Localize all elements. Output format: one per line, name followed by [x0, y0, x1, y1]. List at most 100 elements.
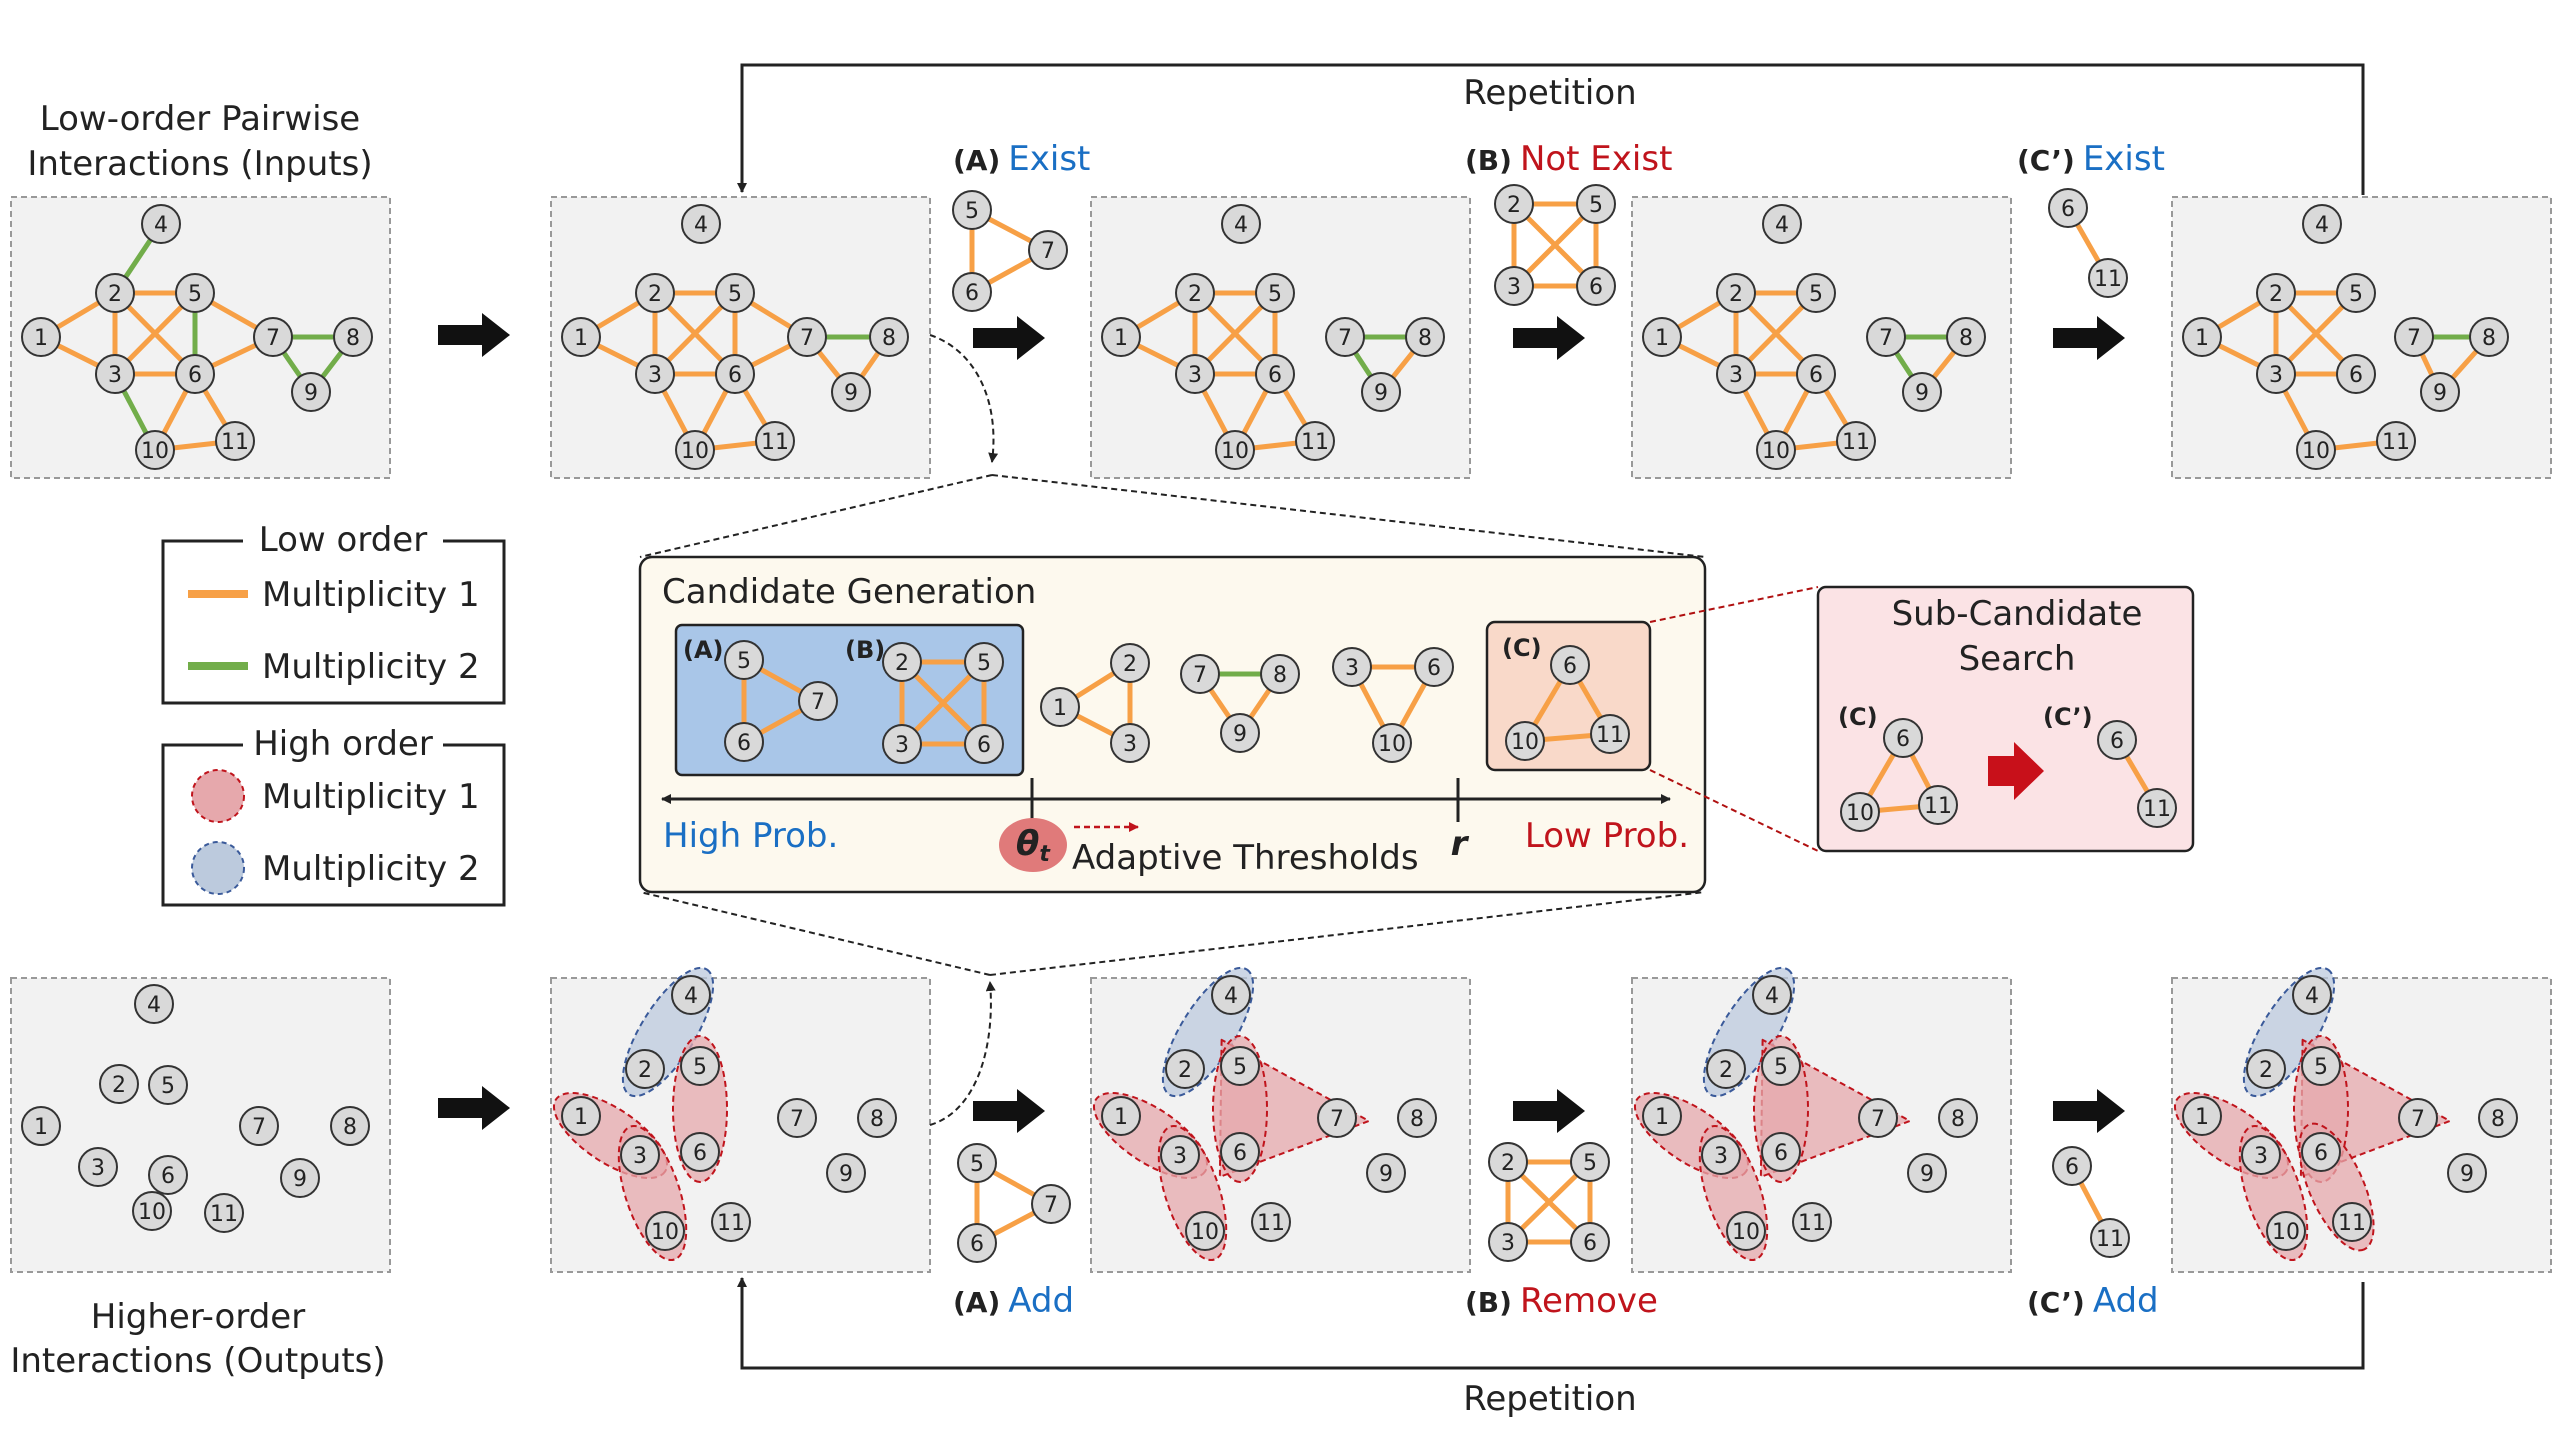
bottom-panel-2-node-2-label: 2: [1178, 1058, 1192, 1083]
outputs-title-line1: Higher-order: [91, 1297, 305, 1337]
cand-123-node-2-label: 2: [1123, 652, 1137, 677]
cand-c-node-11-circle: [1590, 714, 1630, 754]
legend-high-m1: Multiplicity 1: [262, 777, 480, 817]
motif-bottom-c-node-6: 6: [2052, 1146, 2092, 1186]
top-panel-4-node-11-circle: [2376, 421, 2416, 461]
bottom-panel-4-node-2-circle: [2246, 1049, 2286, 1089]
top-panel-3-node-10-circle: [1756, 430, 1796, 470]
motif-top-a-node-7: 7: [1028, 230, 1068, 270]
top-panel-0-node-2: 2: [95, 273, 135, 313]
step-bottom-c: (C’)Add: [2027, 1281, 2159, 1321]
top-panel-0-node-11-circle: [215, 421, 255, 461]
bottom-panel-3-node-10-label: 10: [1732, 1220, 1760, 1245]
cand-a-node-6: 6: [724, 722, 764, 762]
bottom-panel-0-node-2-circle: [99, 1064, 139, 1104]
inputs-title-line1: Low-order Pairwise: [40, 99, 360, 139]
bottom-panel-1-node-5-label: 5: [693, 1055, 707, 1080]
step-top-a-word: Exist: [1008, 139, 1090, 179]
top-panel-0-node-10: 10: [135, 430, 175, 470]
motif-bottom-a-node-7-circle: [1031, 1184, 1071, 1224]
step-labels-top: (A)Exist (B)Not Exist (C’)Exist: [953, 139, 2165, 179]
top-panel-4-node-2-label: 2: [2269, 282, 2283, 307]
top-panel-0-node-1-label: 1: [34, 326, 48, 351]
bottom-panel-2-node-10-circle: [1185, 1211, 1225, 1251]
subcand-cp-node-6-label: 6: [2110, 729, 2124, 754]
legend-red-region-swatch: [191, 769, 245, 823]
top-panel-1-node-6-circle: [715, 354, 755, 394]
top-panel-0-node-9: 9: [291, 372, 331, 412]
top-panel-1-node-3: 3: [635, 354, 675, 394]
zoom-curve-bottom: [929, 981, 996, 1126]
bottom-panel-1-node-6-label: 6: [693, 1141, 707, 1166]
top-panel-4-node-8-circle: [2469, 317, 2509, 357]
step-top-b-tag: (B): [1465, 144, 1512, 177]
top-panel-3-node-3-circle: [1716, 354, 1756, 394]
top-panel-0-node-8-label: 8: [346, 326, 360, 351]
bottom-panel-4-node-5-circle: [2301, 1046, 2341, 1086]
bottom-panel-4-node-10: 10: [2266, 1211, 2306, 1251]
bottom-panel-2-node-5-circle: [1220, 1046, 1260, 1086]
subcandidate-search-box: Sub-Candidate Search (C) (C’): [1649, 585, 2195, 853]
motif-bottom-a-node-5-circle: [957, 1143, 997, 1183]
top-panel-1-node-1-label: 1: [574, 326, 588, 351]
bottom-panel-2-node-6-circle: [1220, 1132, 1260, 1172]
bottom-panel-2-node-3: 3: [1160, 1135, 1200, 1175]
motif-bottom-a-node-7-label: 7: [1044, 1193, 1058, 1218]
bottom-panel-1-node-8-label: 8: [870, 1107, 884, 1132]
bottom-panel-1-node-8: 8: [857, 1098, 897, 1138]
cand-b-node-5: 5: [964, 642, 1004, 682]
top-panel-2-node-10-circle: [1215, 430, 1255, 470]
cand-123-node-2: 2: [1110, 643, 1150, 683]
bottom-panel-4-node-9-circle: [2447, 1153, 2487, 1193]
motif-bottom-b-node-5: 5: [1570, 1142, 1610, 1182]
top-panel-4-node-2: 2: [2256, 273, 2296, 313]
bottom-panel-1-node-10-label: 10: [651, 1220, 679, 1245]
motif-bottom-c-node-11: 11: [2090, 1218, 2130, 1258]
cand-b-node-3-label: 3: [895, 733, 909, 758]
motif-top-c-node-6-label: 6: [2061, 197, 2075, 222]
bottom-panel-0-node-3-label: 3: [91, 1156, 105, 1181]
top-panel-3-node-8: 8: [1946, 317, 1986, 357]
top-panel-2-node-8-label: 8: [1418, 326, 1432, 351]
motif-top-a-node-5-label: 5: [965, 199, 979, 224]
motif-bottom-b-node-2-circle: [1488, 1142, 1528, 1182]
top-panel-4-node-7: 7: [2394, 317, 2434, 357]
bottom-panel-2-node-6: 6: [1220, 1132, 1260, 1172]
top-panel-3-node-8-circle: [1946, 317, 1986, 357]
bottom-panel-3-node-6: 6: [1761, 1132, 1801, 1172]
top-panel-3-node-7-label: 7: [1879, 326, 1893, 351]
top-panel-2-node-11-circle: [1295, 421, 1335, 461]
bottom-panel-4-node-2-label: 2: [2259, 1058, 2273, 1083]
subcand-c-node-10: 10: [1840, 792, 1880, 832]
bottom-panel-1-node-6-circle: [680, 1132, 720, 1172]
top-panel-1-node-7-label: 7: [800, 326, 814, 351]
motif-top-a-node-7-circle: [1028, 230, 1068, 270]
subcandidate-red-arrow: [1988, 742, 2044, 800]
top-panel-4-node-4-label: 4: [2315, 213, 2329, 238]
bottom-panel-4-node-7: 7: [2398, 1098, 2438, 1138]
bottom-panel-0-node-4-circle: [134, 984, 174, 1024]
zoom-curve-top: [929, 334, 999, 463]
bottom-panel-1-node-4-circle: [671, 975, 711, 1015]
cand-3610-node-6-label: 6: [1427, 656, 1441, 681]
bottom-panel-3-node-10-circle: [1726, 1211, 1766, 1251]
cand-b-node-6: 6: [964, 724, 1004, 764]
top-panel-3-node-6-label: 6: [1809, 363, 1823, 388]
cand-tag-a: (A): [683, 636, 724, 664]
top-panel-4-node-3-circle: [2256, 354, 2296, 394]
top-panel-4-node-6: 6: [2336, 354, 2376, 394]
top-panel-1-node-11-circle: [755, 421, 795, 461]
bottom-panel-4-node-4: 4: [2292, 975, 2332, 1015]
bottom-panel-2-node-9-circle: [1366, 1153, 1406, 1193]
bottom-panel-0-node-8: 8: [330, 1106, 370, 1146]
bottom-panel-3-node-2-circle: [1706, 1049, 1746, 1089]
cand-3610-node-6-circle: [1414, 647, 1454, 687]
bottom-panel-1-node-1: 1: [561, 1096, 601, 1136]
bottom-panel-0-node-1-label: 1: [34, 1115, 48, 1140]
motif-top-a-node-6-circle: [952, 272, 992, 312]
bottom-panel-2-node-11-circle: [1251, 1202, 1291, 1242]
bottom-panel-3-node-2-label: 2: [1719, 1058, 1733, 1083]
bottom-panel-3-node-3: 3: [1701, 1135, 1741, 1175]
top-panel-1-node-6-label: 6: [728, 363, 742, 388]
motif-bottom-a-node-7: 7: [1031, 1184, 1071, 1224]
